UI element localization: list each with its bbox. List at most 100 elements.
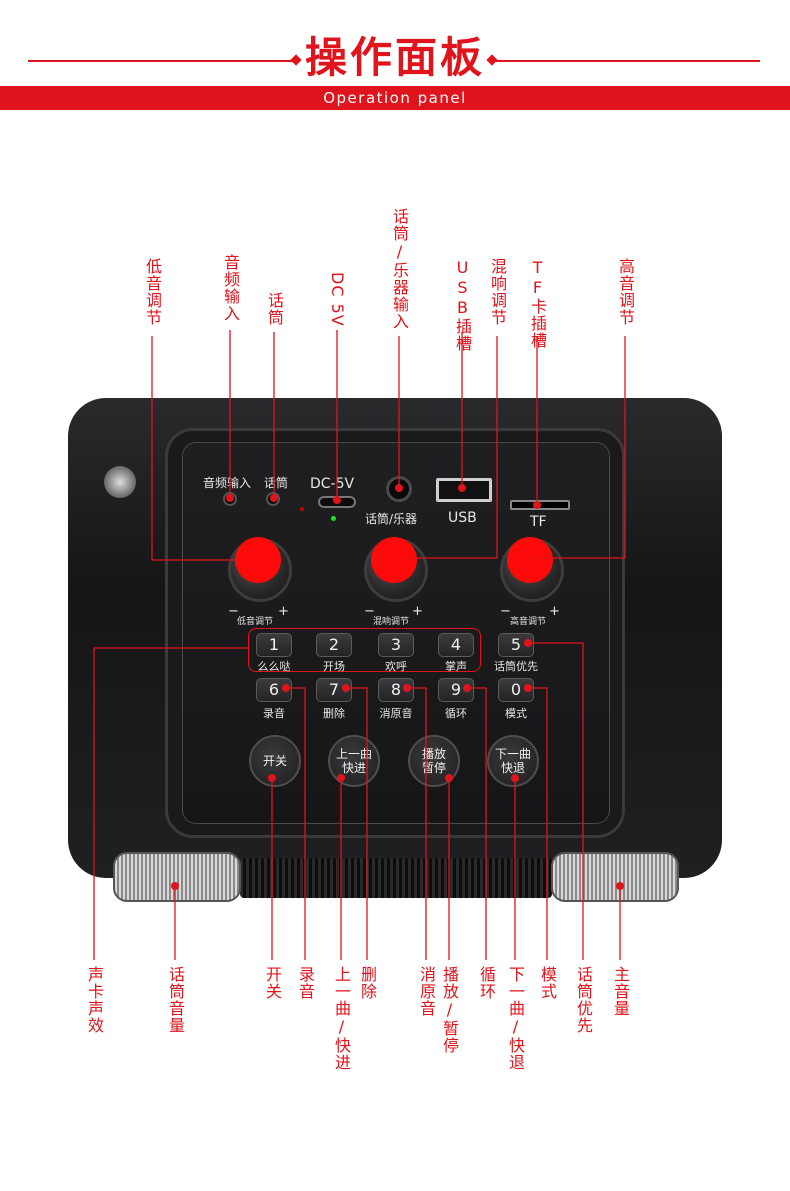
callout-tf: TF卡插槽 — [528, 258, 547, 349]
bass-callout-line — [151, 336, 240, 561]
marker-power — [268, 774, 276, 782]
mic-instrument-label: 话筒/乐器 — [365, 512, 418, 526]
vocal-cut-callout-line — [407, 687, 427, 960]
callout-power: 开关 — [263, 966, 282, 1000]
mic-label: 话筒 — [264, 476, 289, 490]
callout-bass: 低音调节 — [143, 258, 162, 326]
marker-key-7 — [342, 684, 350, 692]
callout-audio-in: 音频输入 — [221, 254, 240, 322]
callout-delete: 删除 — [358, 966, 377, 1000]
sound-effects-group-outline — [248, 628, 481, 672]
key-9-label: 循环 — [445, 707, 467, 720]
prev-track-button[interactable]: 上一曲快进 — [328, 735, 380, 787]
callout-dc: DC 5V — [328, 272, 347, 327]
loop-callout-line — [467, 687, 487, 960]
indicator-led — [300, 507, 304, 511]
treble-plus: + — [549, 604, 560, 619]
next-track-line1: 下一曲 — [494, 747, 531, 761]
bass-minus: − — [228, 604, 239, 619]
treble-knob-label: 高音调节 — [510, 617, 547, 627]
mic-volume-knob[interactable] — [113, 852, 241, 902]
record-callout-line — [286, 687, 306, 960]
marker-main-volume — [616, 882, 624, 890]
marker-key-6 — [282, 684, 290, 692]
reverb-minus: − — [364, 604, 375, 619]
mode-callout-line — [528, 687, 548, 960]
callout-sound-effects: 声卡声效 — [85, 966, 104, 1034]
treble-knob-marker — [507, 537, 553, 583]
callout-vocal-cut: 消原音 — [417, 966, 436, 1017]
callout-mode: 模式 — [538, 966, 557, 1000]
mic-priority-callout-line — [528, 642, 584, 960]
page-title: 操作面板 — [304, 33, 485, 82]
marker-next — [511, 774, 519, 782]
marker-play-pause — [445, 774, 453, 782]
page-subtitle: Operation panel — [323, 89, 467, 107]
delete-callout-line — [346, 687, 368, 960]
marker-prev — [337, 774, 345, 782]
marker-usb — [458, 484, 466, 492]
marker-key-8 — [403, 684, 411, 692]
prev-track-line1: 上一曲 — [335, 747, 372, 761]
marker-mic-volume — [171, 882, 179, 890]
header-line-right — [494, 60, 760, 62]
key-3-label: 欢呼 — [385, 660, 407, 673]
key-6[interactable]: 6 — [256, 678, 292, 702]
bass-knob-marker — [235, 537, 281, 583]
marker-audio-in — [226, 494, 234, 502]
speaker-grille — [240, 858, 552, 898]
callout-loop: 循环 — [477, 966, 496, 1000]
key-3[interactable]: 3 — [378, 633, 414, 657]
main-volume-knob[interactable] — [551, 852, 679, 902]
prev-track-line2: 快进 — [341, 761, 366, 775]
key-8-label: 消原音 — [379, 707, 413, 720]
usb-label: USB — [448, 510, 477, 526]
reverb-knob-label: 混响调节 — [373, 617, 410, 627]
play-pause-line1: 播放 — [421, 747, 446, 761]
key-4-label: 掌声 — [445, 660, 467, 673]
callout-usb: USB插槽 — [453, 258, 472, 352]
key-4[interactable]: 4 — [438, 633, 474, 657]
audio-in-label: 音频输入 — [203, 476, 252, 490]
callout-mic-priority: 话筒优先 — [574, 966, 593, 1034]
bass-knob-label: 低音调节 — [237, 617, 274, 627]
next-track-line2: 快退 — [500, 761, 525, 775]
treble-callout-line — [532, 336, 626, 559]
treble-minus: − — [500, 604, 511, 619]
dc-label: DC-5V — [310, 476, 355, 492]
marker-tf — [533, 501, 541, 509]
callout-mic-instrument: 话筒/乐器输入 — [390, 208, 409, 330]
key-2[interactable]: 2 — [316, 633, 352, 657]
reverb-callout-line — [404, 336, 498, 559]
marker-key-9 — [463, 684, 471, 692]
sound-effects-callout-line — [93, 647, 248, 960]
tf-label: TF — [530, 514, 547, 530]
key-7-label: 删除 — [323, 707, 345, 720]
reverb-plus: + — [412, 604, 423, 619]
key-1-label: 么么哒 — [257, 660, 291, 673]
key-1[interactable]: 1 — [256, 633, 292, 657]
bass-plus: + — [278, 604, 289, 619]
antenna-icon — [104, 466, 136, 498]
power-led — [331, 516, 336, 521]
callout-next: 下一曲/快退 — [506, 966, 525, 1071]
key-5-label: 话筒优先 — [494, 660, 538, 673]
power-button-label: 开关 — [262, 754, 287, 768]
key-6-label: 录音 — [263, 707, 285, 720]
callout-record: 录音 — [296, 966, 315, 1000]
callout-mic: 话筒 — [265, 292, 284, 326]
marker-key-5 — [524, 639, 532, 647]
marker-dc — [333, 496, 341, 504]
callout-play-pause: 播放/暂停 — [440, 966, 459, 1054]
callout-reverb: 混响调节 — [488, 258, 507, 326]
key-0-label: 模式 — [505, 707, 527, 720]
marker-mic — [270, 494, 278, 502]
callout-main-volume: 主音量 — [611, 966, 630, 1017]
callout-treble: 高音调节 — [616, 258, 635, 326]
reverb-knob-marker — [371, 537, 417, 583]
marker-mic-instrument — [395, 484, 403, 492]
play-pause-line2: 暂停 — [421, 761, 446, 775]
callout-prev: 上一曲/快进 — [332, 966, 351, 1071]
callout-mic-volume: 话筒音量 — [166, 966, 185, 1034]
